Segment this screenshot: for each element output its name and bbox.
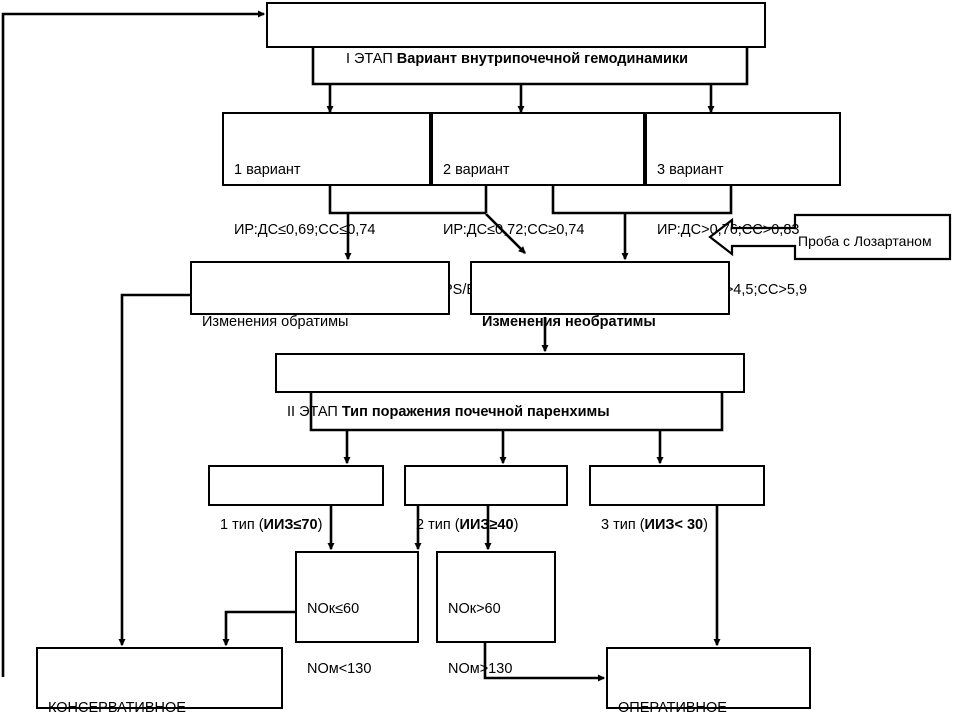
variant3-box: 3 вариант ИР:ДС>0,76;СС>0,83 PS/ED:ДС>4,… bbox=[645, 112, 841, 298]
stage1-title: I ЭТАП Вариант внутрипочечной гемодинами… bbox=[345, 51, 689, 67]
wire-stage2-bracket-left bbox=[309, 393, 503, 432]
wire-to-irreversible-diagonal bbox=[485, 213, 526, 254]
conservative-line1: КОНСЕРВАТИВНОЕ bbox=[48, 700, 186, 712]
variant2-line2: ИР:ДС≤0,72;СС≥0,74 bbox=[443, 222, 585, 238]
losartan-callout: Проба с Лозартаном bbox=[710, 215, 955, 260]
type1-label: 1 тип (ИИЗ≤70) bbox=[220, 517, 323, 533]
type2-box: 2 тип (ИИЗ≥40) bbox=[404, 465, 568, 533]
variant1-box: 1 вариант ИР:ДС≤0,69;СС≤0,74 PS/ED: bbox=[222, 112, 431, 298]
wire-feedback-to-stage1 bbox=[1, 10, 266, 677]
stage2-box: II ЭТАП Тип поражения почечной паренхимы bbox=[275, 353, 745, 420]
stage1-box: I ЭТАП Вариант внутрипочечной гемодинами… bbox=[266, 2, 766, 67]
stage2-title: II ЭТАП Тип поражения почечной паренхимы bbox=[287, 404, 610, 420]
type2-label: 2 тип (ИИЗ≥40) bbox=[416, 517, 519, 533]
markers-right-line2: NOм>130 bbox=[448, 661, 513, 677]
wire-variant1-drop bbox=[328, 186, 486, 215]
markers-right-line1: NOк>60 bbox=[448, 601, 501, 617]
wire-variant3-bracket bbox=[551, 186, 733, 215]
markers-right-box: NOк>60 NOм>130 ТФРβ1>6,5 ВИ<2 bbox=[436, 551, 556, 677]
markers-left-box: NOк≤60 NOм<130 ТФРβ1≤6,5 ВИ≥2,5 bbox=[295, 551, 419, 677]
variant2-box: 2 вариант ИР:ДС≤0,72;СС≥0,74 PS/ED: ДС>3… bbox=[431, 112, 645, 298]
variant1-line2: ИР:ДС≤0,69;СС≤0,74 bbox=[234, 222, 376, 238]
wire-reversible-to-conservative bbox=[118, 293, 190, 647]
wire-stage2-bracket-right bbox=[503, 393, 724, 432]
operative-treatment-box: ОПЕРАТИВНОЕ ЛЕЧЕНИЕ bbox=[606, 647, 811, 712]
markers-left-line2: NOм<130 bbox=[307, 661, 372, 677]
wire-markers-right-to-operative bbox=[483, 643, 606, 682]
conservative-treatment-box: КОНСЕРВАТИВНОЕ ЛЕЧЕНИЕ bbox=[36, 647, 283, 712]
wire-markers-left-to-conservative bbox=[222, 610, 295, 647]
variant1-line1: 1 вариант bbox=[234, 162, 301, 178]
variant3-line2: ИР:ДС>0,76;СС>0,83 bbox=[657, 222, 800, 238]
losartan-callout-label: Проба с Лозартаном bbox=[798, 233, 932, 249]
wire-stage1-bracket-right bbox=[540, 48, 749, 86]
changes-reversible-box: Изменения обратимы bbox=[190, 261, 450, 330]
wire-stage1-bracket-left bbox=[311, 48, 540, 86]
changes-irreversible-label: Изменения необратимы bbox=[482, 314, 656, 330]
variant3-line1: 3 вариант bbox=[657, 162, 724, 178]
variant2-line1: 2 вариант bbox=[443, 162, 510, 178]
changes-reversible-label: Изменения обратимы bbox=[202, 314, 349, 330]
losartan-arrow-shape bbox=[708, 213, 952, 261]
changes-irreversible-box: Изменения необратимы bbox=[470, 261, 730, 330]
operative-line1: ОПЕРАТИВНОЕ bbox=[618, 700, 727, 712]
type3-label: 3 тип (ИИЗ< 30) bbox=[601, 517, 708, 533]
type3-box: 3 тип (ИИЗ< 30) bbox=[589, 465, 765, 533]
type1-box: 1 тип (ИИЗ≤70) bbox=[208, 465, 384, 533]
markers-left-line1: NOк≤60 bbox=[307, 601, 360, 617]
